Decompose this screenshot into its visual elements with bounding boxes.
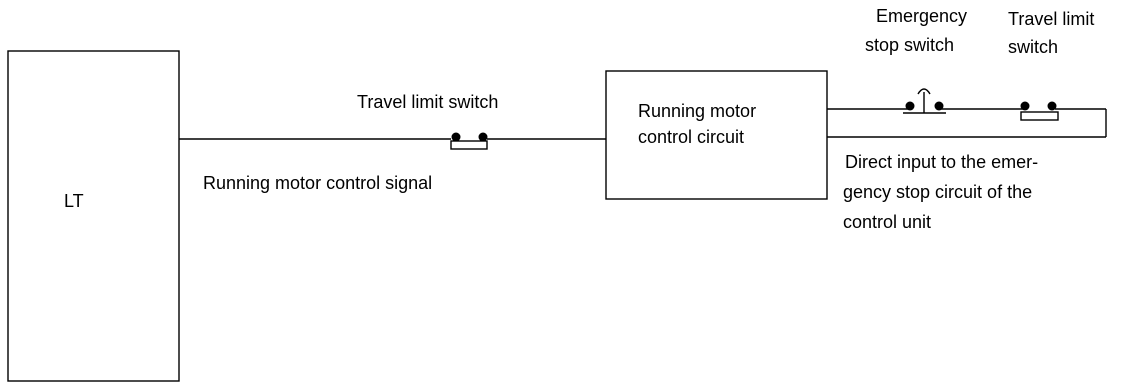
right-switch-label-line2: switch: [1008, 37, 1058, 57]
emergency-stop-switch: [903, 88, 946, 114]
direct-input-line2: gency stop circuit of the: [843, 182, 1032, 202]
right-switch-contact-left: [1020, 101, 1030, 111]
switch-actuator: [450, 140, 488, 150]
switch-contact-right: [478, 132, 488, 142]
emergency-switch-label-line1: Emergency: [876, 6, 967, 26]
estop-contact-left: [905, 101, 915, 111]
emergency-switch-label-line2: stop switch: [865, 35, 954, 55]
right-switch-contact-right: [1047, 101, 1057, 111]
control-circuit-block: [605, 70, 828, 200]
right-switch-actuator: [1020, 111, 1059, 121]
right-switch-label-line1: Travel limit: [1008, 9, 1094, 29]
signal-label: Running motor control signal: [203, 173, 432, 193]
lt-label: LT: [64, 191, 84, 211]
direct-input-line1: Direct input to the emer-: [845, 152, 1038, 172]
switch-contact-left: [451, 132, 461, 142]
control-circuit-label-line2: control circuit: [638, 127, 744, 147]
travel-limit-switch-right: [1020, 101, 1059, 121]
lt-block: [7, 50, 180, 382]
estop-button-cap: [917, 88, 931, 95]
travel-limit-switch-main: [450, 132, 488, 150]
control-circuit-label-line1: Running motor: [638, 101, 756, 121]
estop-contact-right: [934, 101, 944, 111]
travel-limit-switch-label: Travel limit switch: [357, 92, 498, 112]
direct-input-line3: control unit: [843, 212, 931, 232]
